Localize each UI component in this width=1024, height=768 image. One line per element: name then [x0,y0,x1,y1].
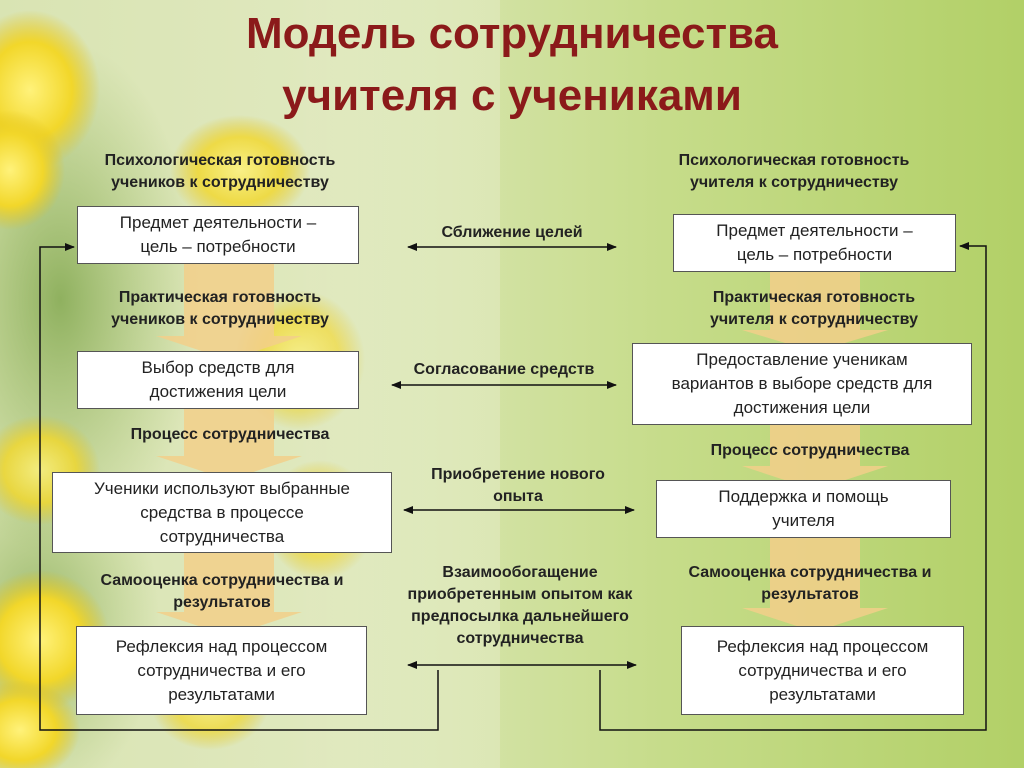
mid-label-experience: Приобретение нового опыта [400,464,636,508]
left-box-process-line3: сотрудничества [159,526,285,546]
right-box-goal-line2: цель – потребности [736,245,893,264]
right-header-psychological-line2: учителя к сотрудничеству [689,174,899,191]
left-header-psychological-line1: Психологическая готовность [104,152,336,169]
left-header-practical: Практическая готовность учеников к сотру… [50,287,390,331]
right-box-reflection-line1: Рефлексия над процессом [716,636,929,656]
right-header-selfassessment-line1: Самооценка сотрудничества и [688,564,932,581]
left-header-practical-line2: учеников к сотрудничеству [111,311,329,328]
left-box-reflection-line2: сотрудничества и его [137,660,306,680]
mid-label-enrichment-line3: предпосылка дальнейшего [411,608,629,625]
mid-label-enrichment: Взаимообогащение приобретенным опытом ка… [372,562,668,650]
left-box-means-line2: достижения цели [149,382,287,401]
right-header-practical-line1: Практическая готовность [712,289,916,306]
right-box-reflection: Рефлексия над процессом сотрудничества и… [681,626,964,715]
left-box-goal-line2: цель – потребности [140,237,296,256]
left-header-psychological: Психологическая готовность учеников к со… [60,150,380,194]
left-box-process: Ученики используют выбранные средства в … [52,472,392,553]
mid-label-enrichment-line4: сотрудничества [456,630,584,647]
right-header-practical-line2: учителя к сотрудничеству [709,311,919,328]
left-header-practical-line1: Практическая готовность [118,289,322,306]
left-header-selfassessment: Самооценка сотрудничества и результатов [52,570,392,614]
right-header-practical: Практическая готовность учителя к сотруд… [644,287,984,331]
left-box-process-line1: Ученики используют выбранные [93,478,351,498]
right-header-psychological-line1: Психологическая готовность [678,152,910,169]
right-header-psychological: Психологическая готовность учителя к сот… [634,150,954,194]
left-box-reflection: Рефлексия над процессом сотрудничества и… [76,626,367,715]
right-header-process: Процесс сотрудничества [710,442,910,459]
right-box-support: Поддержка и помощь учителя [656,480,951,538]
right-box-means-line1: Предоставление ученикам [696,350,908,369]
left-box-process-line2: средства в процессе [140,502,304,522]
page-subtitle: учителя с учениками [282,71,742,120]
right-box-means: Предоставление ученикам вариантов в выбо… [632,343,972,425]
right-box-reflection-line3: результатами [769,684,876,704]
left-box-goal-line1: Предмет деятельности – [119,213,317,232]
mid-label-enrichment-line2: приобретенным опытом как [407,586,633,603]
mid-label-experience-line2: опыта [493,488,543,505]
left-header-psychological-line2: учеников к сотрудничеству [111,174,329,191]
right-box-goal: Предмет деятельности – цель – потребност… [673,214,956,272]
mid-label-experience-line1: Приобретение нового [431,466,605,483]
right-box-goal-line1: Предмет деятельности – [716,221,913,240]
mid-label-goals: Сближение целей [441,224,583,241]
left-header-selfassessment-line1: Самооценка сотрудничества и [100,572,344,589]
left-header-process: Процесс сотрудничества [130,426,330,443]
mid-label-means: Согласование средств [413,361,595,378]
left-box-means: Выбор средств для достижения цели [77,351,359,409]
right-box-reflection-line2: сотрудничества и его [738,660,907,680]
left-header-selfassessment-line2: результатов [173,594,271,611]
page-title: Модель сотрудничества [246,9,778,58]
right-box-means-line3: достижения цели [733,398,871,417]
left-box-reflection-line1: Рефлексия над процессом [115,636,328,656]
right-header-selfassessment: Самооценка сотрудничества и результатов [640,562,980,606]
left-box-means-line1: Выбор средств для [141,358,295,377]
right-box-means-line2: вариантов в выборе средств для [671,374,933,393]
right-header-selfassessment-line2: результатов [761,586,859,603]
right-box-support-line1: Поддержка и помощь [718,487,889,506]
mid-label-enrichment-line1: Взаимообогащение [442,564,598,581]
right-box-support-line2: учителя [772,511,835,530]
left-box-goal: Предмет деятельности – цель – потребност… [77,206,359,264]
left-box-reflection-line3: результатами [168,684,275,704]
